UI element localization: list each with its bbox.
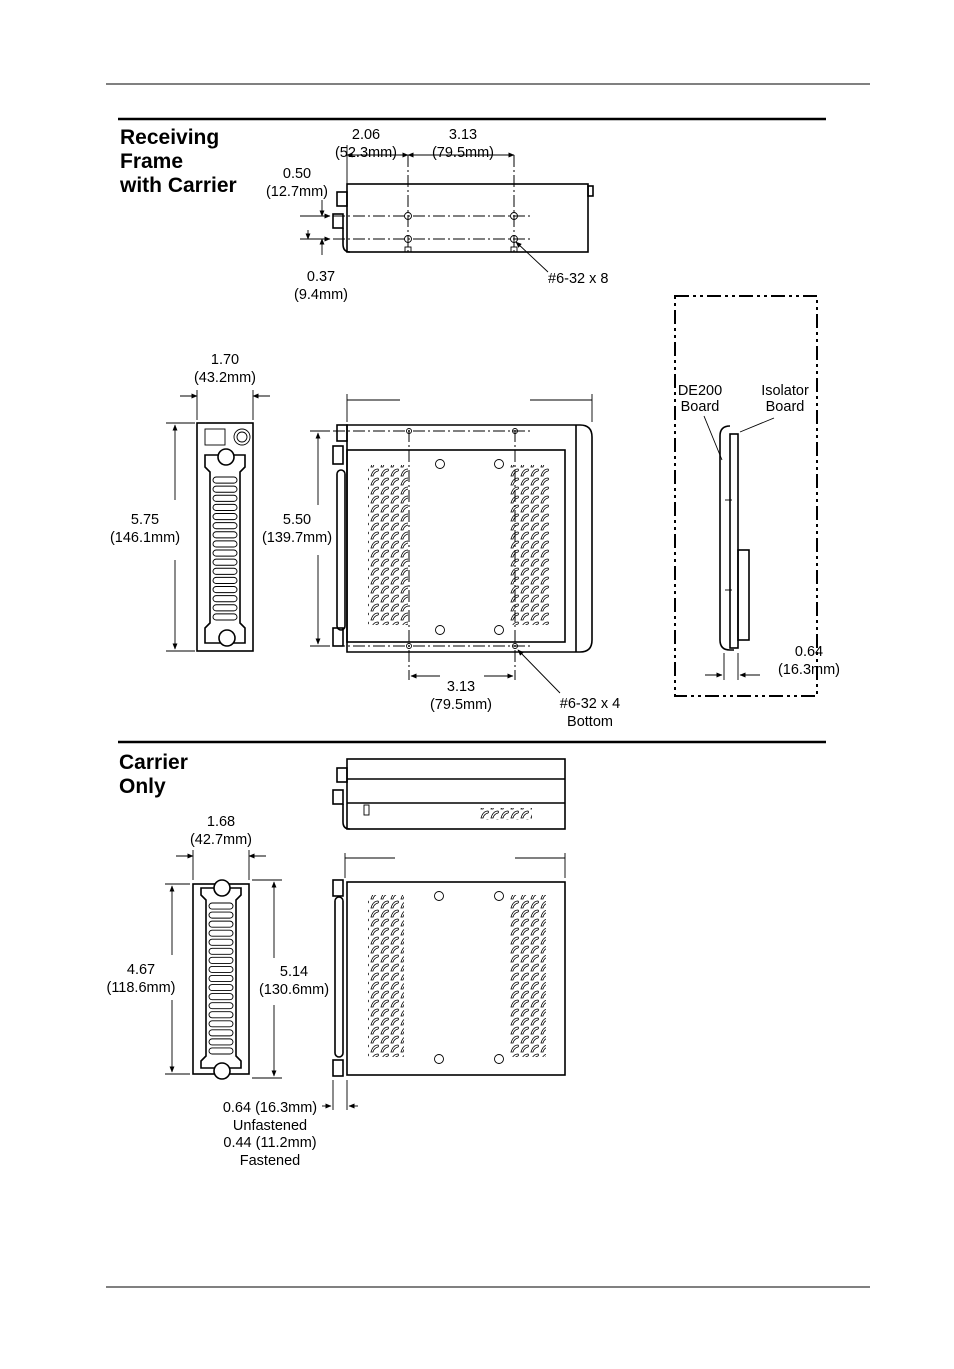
receiving-title-line2: Frame	[120, 150, 183, 173]
carrier-title-line2: Only	[119, 775, 166, 798]
front-height: 5.75	[131, 512, 159, 528]
connector-slot	[212, 576, 238, 584]
connector-slot	[212, 540, 238, 548]
screw-callout-bottom: #6-32 x 4	[560, 696, 620, 712]
connector-slot	[212, 613, 238, 621]
connector-slot	[212, 503, 238, 511]
connector-slot	[212, 494, 238, 502]
connector-slot	[212, 604, 238, 612]
connector-slots-carrier	[208, 902, 234, 1055]
top-height: 5.50	[283, 512, 311, 528]
bottom-spacing: 3.13	[447, 679, 475, 695]
carrier-height2-mm: (130.6mm)	[259, 982, 329, 998]
bottom-spacing-mm: (79.5mm)	[430, 697, 492, 713]
connector-slot	[212, 531, 238, 539]
connector-slot	[208, 1038, 234, 1046]
connector-slot	[208, 1029, 234, 1037]
connector-slot	[212, 476, 238, 484]
dim-037: 0.37	[307, 269, 335, 285]
carrier-width: 1.68	[207, 814, 235, 830]
connector-slot	[208, 984, 234, 992]
connector-slot	[208, 929, 234, 937]
carrier-height-mm: (118.6mm)	[106, 980, 175, 996]
connector-slot	[208, 965, 234, 973]
receiving-top-view	[310, 394, 593, 694]
dim-037-mm: (9.4mm)	[294, 287, 348, 303]
board-dim: 0.64	[795, 644, 823, 660]
de200-label-line1: DE200	[678, 383, 722, 399]
de200-label-line2: Board	[681, 399, 720, 415]
connector-slot	[208, 911, 234, 919]
connector-slot	[208, 975, 234, 982]
connector-slot	[208, 947, 234, 955]
carrier-note-line2: Unfastened	[233, 1118, 307, 1134]
carrier-note-line4: Fastened	[240, 1153, 300, 1169]
board-detail-view	[674, 295, 818, 697]
connector-slot	[208, 920, 234, 928]
carrier-note-line3: 0.44 (11.2mm)	[223, 1135, 316, 1151]
connector-slot	[212, 513, 238, 521]
connector-slot	[208, 1002, 234, 1010]
receiving-title-line1: Receiving	[120, 126, 219, 149]
dim-313-top-mm: (79.5mm)	[432, 145, 494, 161]
carrier-width-mm: (42.7mm)	[190, 832, 252, 848]
carrier-note-line1: 0.64 (16.3mm)	[223, 1100, 317, 1116]
connector-slot	[208, 1047, 234, 1055]
connector-slot	[212, 595, 238, 603]
front-width: 1.70	[211, 352, 239, 368]
receiving-side-view	[300, 145, 594, 273]
connector-slot	[208, 1020, 234, 1028]
carrier-front-view	[165, 850, 282, 1080]
receiving-title-line3: with Carrier	[119, 174, 237, 197]
connector-slot	[208, 938, 234, 946]
dim-313-top: 3.13	[449, 127, 477, 143]
carrier-title-line1: Carrier	[119, 751, 188, 774]
dim-050-mm: (12.7mm)	[266, 184, 328, 200]
connector-slot	[212, 485, 238, 493]
screw-callout-bottom-note: Bottom	[567, 714, 613, 730]
connector-slot	[212, 558, 238, 566]
carrier-height: 4.67	[127, 962, 155, 978]
isolator-label-line1: Isolator	[761, 383, 809, 399]
carrier-top-view	[322, 853, 566, 1110]
connector-slot	[208, 993, 234, 1001]
carrier-side-view	[332, 758, 566, 830]
carrier-height2: 5.14	[280, 964, 308, 980]
front-width-mm: (43.2mm)	[194, 370, 256, 386]
isolator-label-line2: Board	[766, 399, 805, 415]
connector-slots	[212, 476, 238, 621]
receiving-front-view	[166, 390, 270, 652]
board-dim-mm: (16.3mm)	[778, 662, 840, 678]
dim-206-mm: (52.3mm)	[335, 145, 397, 161]
front-height-mm: (146.1mm)	[110, 530, 180, 546]
screw-callout-side: #6-32 x 8	[548, 271, 608, 287]
connector-slot	[212, 549, 238, 557]
connector-slot	[208, 1011, 234, 1019]
connector-slot	[212, 567, 238, 575]
dim-050: 0.50	[283, 166, 311, 182]
connector-slot	[208, 902, 234, 910]
connector-slot	[212, 586, 238, 594]
connector-slot	[208, 956, 234, 964]
dim-206: 2.06	[352, 127, 380, 143]
connector-slot	[212, 522, 238, 530]
top-height-mm: (139.7mm)	[262, 530, 332, 546]
